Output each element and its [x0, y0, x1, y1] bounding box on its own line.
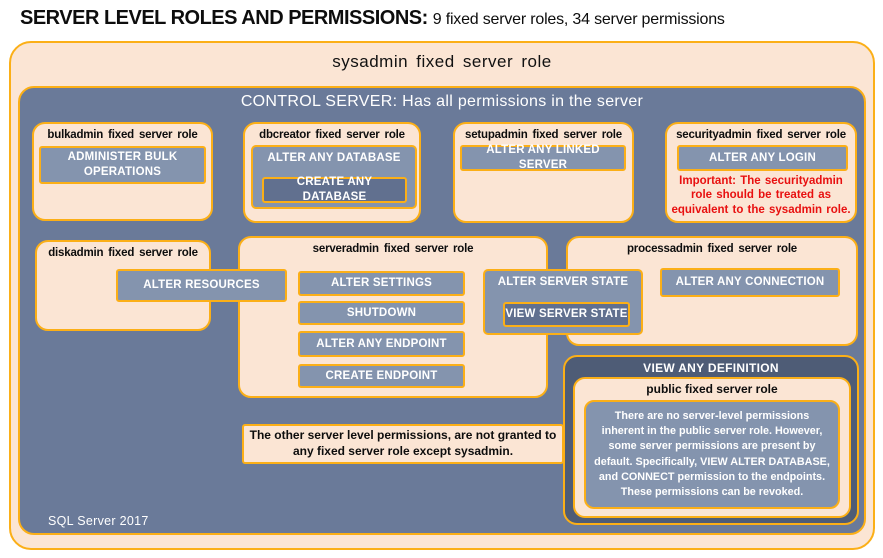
sysadmin-role-label: sysadmin fixed server role — [332, 52, 552, 71]
view-server-state-permission: VIEW SERVER STATE — [503, 302, 630, 327]
alter-any-database-permission: ALTER ANY DATABASE — [267, 152, 401, 164]
setupadmin-role-title: setupadmin fixed server role — [465, 129, 622, 141]
other-permissions-note: The other server level permissions, are … — [242, 424, 564, 464]
page-title-main: SERVER LEVEL ROLES AND PERMISSIONS: — [20, 7, 428, 29]
create-endpoint-permission: CREATE ENDPOINT — [298, 364, 465, 388]
alter-any-endpoint-permission: ALTER ANY ENDPOINT — [298, 331, 465, 357]
setupadmin-role-box: setupadmin fixed server role — [453, 122, 634, 223]
serveradmin-role-title: serveradmin fixed server role — [312, 243, 474, 255]
shutdown-permission: SHUTDOWN — [298, 301, 465, 325]
public-role-description: There are no server-level permissions in… — [584, 400, 840, 509]
securityadmin-role-title: securityadmin fixed server role — [676, 129, 846, 141]
page-title: SERVER LEVEL ROLES AND PERMISSIONS:9 fix… — [20, 7, 870, 30]
page-title-sub: 9 fixed server roles, 34 server permissi… — [432, 11, 725, 28]
view-any-definition-label: VIEW ANY DEFINITION — [643, 361, 779, 375]
securityadmin-warning-note: Important: The securityadmin role should… — [671, 175, 851, 216]
view-any-definition-box: VIEW ANY DEFINITION public fixed server … — [563, 355, 859, 525]
alter-any-connection-permission: ALTER ANY CONNECTION — [660, 268, 840, 297]
processadmin-role-title: processadmin fixed server role — [626, 243, 798, 255]
control-server-label: CONTROL SERVER: Has all permissions in t… — [240, 93, 644, 110]
administer-bulk-operations-permission: ADMINISTER BULK OPERATIONS — [39, 146, 206, 184]
alter-any-database-permission-group: ALTER ANY DATABASE CREATE ANY DATABASE — [251, 145, 417, 209]
bulkadmin-role-title: bulkadmin fixed server role — [47, 129, 198, 141]
public-role-title: public fixed server role — [646, 382, 778, 396]
public-role-box: public fixed server role There are no se… — [573, 377, 851, 518]
diskadmin-role-title: diskadmin fixed server role — [48, 247, 198, 259]
create-any-database-permission: CREATE ANY DATABASE — [262, 176, 407, 203]
alter-settings-permission: ALTER SETTINGS — [298, 271, 465, 296]
alter-any-linked-server-permission: ALTER ANY LINKED SERVER — [460, 144, 626, 171]
securityadmin-role-box: securityadmin fixed server role — [665, 122, 857, 223]
dbcreator-role-title: dbcreator fixed server role — [259, 129, 405, 141]
alter-any-login-permission: ALTER ANY LOGIN — [677, 145, 848, 171]
dbcreator-role-box: dbcreator fixed server role ALTER ANY DA… — [243, 122, 421, 223]
sql-server-version-label: SQL Server 2017 — [48, 514, 149, 528]
alter-server-state-permission: ALTER SERVER STATE — [497, 276, 629, 288]
alter-server-state-permission-group: ALTER SERVER STATE VIEW SERVER STATE — [483, 269, 643, 335]
alter-resources-permission: ALTER RESOURCES — [116, 269, 287, 302]
